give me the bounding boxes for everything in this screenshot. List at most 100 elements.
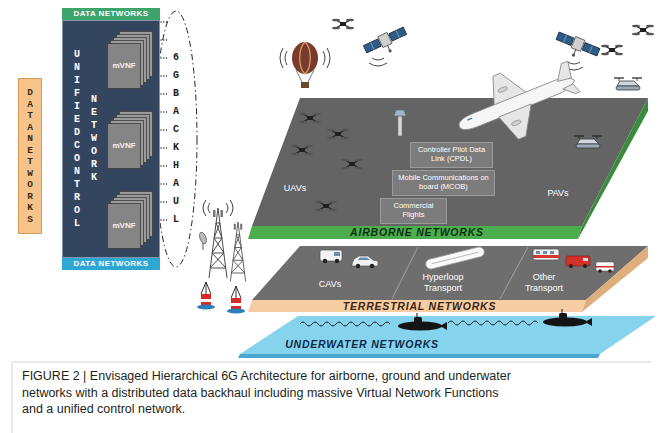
- airliner: [511, 119, 522, 127]
- dotted-leader: [161, 147, 169, 148]
- service-name: Commercial Flights: [386, 202, 442, 219]
- text-slot: UNDERWATER NETWORKS: [262, 336, 462, 352]
- ambulance: [596, 262, 614, 273]
- text-slot: DATA NETWORKS: [62, 258, 160, 270]
- text-slot: UAVs: [278, 183, 312, 194]
- service-name: Controller Pilot Data Link (CPDL): [416, 146, 488, 163]
- service-box: Mobile Communications on board (MCOB): [392, 170, 495, 196]
- text-slot: Hyperloop Transport: [415, 272, 471, 293]
- data-network-bar: DATA NETWORKS: [62, 8, 160, 20]
- airliner: [552, 61, 574, 83]
- drone: [299, 113, 321, 124]
- layer-surface: [252, 246, 648, 300]
- hot-air-balloon: [300, 42, 311, 74]
- control-tower: [394, 110, 406, 136]
- car: [358, 258, 370, 261]
- train: [536, 251, 540, 254]
- text-slot: UNIFIED CONTROL: [67, 48, 87, 230]
- dotted-leader: [161, 129, 169, 130]
- control-panel: mVNFmVNFmVNFUNIFIED CONTROLNETWORK: [62, 20, 160, 258]
- card-stack: [107, 111, 153, 169]
- train: [533, 255, 559, 258]
- vnf-label: mVNF: [112, 141, 135, 151]
- card-stack: [107, 191, 153, 249]
- airliner: [468, 118, 473, 120]
- hyperloop-capsule: [432, 252, 479, 264]
- text-slot: FIGURE 2 | Envisaged Hierarchical 6G Arc…: [22, 368, 522, 418]
- text-slot: mVNF: [107, 123, 141, 169]
- layer-outline: [248, 98, 648, 239]
- fire-truck: [583, 258, 588, 261]
- van: [323, 259, 327, 263]
- text-slot: mVNF: [107, 43, 141, 89]
- van: [334, 252, 340, 256]
- layer-side: [582, 246, 648, 312]
- dish-antenna: [198, 231, 208, 244]
- satellite: [363, 25, 411, 61]
- vnf-stack: mVNF: [107, 111, 153, 169]
- buoy: [227, 286, 245, 314]
- layer-band: [238, 354, 600, 358]
- dotted-leader: [161, 75, 169, 76]
- vnf-card: [108, 204, 141, 249]
- dotted-leader: [161, 183, 169, 184]
- airliner: [497, 86, 508, 94]
- fire-truck: [566, 256, 590, 268]
- dotted-leader: [161, 111, 169, 112]
- hot-air-balloon: [296, 70, 314, 82]
- car: [370, 264, 374, 268]
- figure-frame: [12, 362, 651, 433]
- acoustic-signal: [300, 321, 538, 326]
- control-tower: [398, 116, 402, 136]
- fire-truck: [569, 264, 573, 268]
- drone: [327, 129, 349, 140]
- acoustic-signal: [448, 321, 538, 325]
- drone: [601, 45, 623, 56]
- region-divider: [392, 247, 418, 299]
- train: [550, 251, 554, 254]
- acoustic-signal: [300, 322, 390, 326]
- figure-caption: FIGURE 2 | Envisaged Hierarchical 6G Arc…: [22, 368, 522, 418]
- network-layer: UNDERWATER NETWORKS: [238, 316, 656, 358]
- dotted-leader: [161, 57, 169, 58]
- car: [352, 256, 378, 268]
- dotted-leader: [161, 201, 169, 202]
- ellipse-outline: [154, 10, 198, 268]
- service-name: Mobile Communications on board (MCOB): [398, 174, 490, 191]
- train: [533, 249, 559, 260]
- van: [320, 250, 342, 261]
- vertical-label: 6G BACKHAUL: [171, 49, 181, 229]
- text-slot: AIRBORNE NETWORKS: [262, 226, 572, 239]
- car: [352, 256, 378, 266]
- vertical-label: NETWORK: [89, 93, 99, 184]
- ambulance: [598, 269, 602, 273]
- radio-waves: [323, 48, 330, 68]
- fire-truck: [566, 256, 590, 266]
- airliner: [457, 74, 577, 133]
- layer-side: [578, 98, 648, 239]
- text-slot: CAVs: [313, 279, 347, 290]
- layer-band: [248, 300, 586, 312]
- drone: [332, 19, 354, 30]
- network-layer: Controller Pilot Data Link (CPDL) Mobile …: [248, 98, 648, 239]
- bar-label: DATA NETWORKS: [74, 258, 149, 270]
- hot-air-balloon: [292, 42, 318, 74]
- vnf-label: mVNF: [112, 61, 135, 71]
- layer-surface: [240, 316, 656, 354]
- text-slot: Other Transport: [520, 272, 568, 293]
- car: [356, 264, 360, 268]
- layer-label: AIRBORNE NETWORKS: [350, 226, 484, 239]
- dotted-leader: [161, 219, 169, 220]
- vnf-stack: mVNF: [107, 31, 153, 89]
- region-divider: [500, 247, 528, 299]
- region-label: UAVs: [284, 183, 306, 194]
- satellite: [553, 30, 601, 65]
- dashed-ellipse: [155, 11, 197, 267]
- card-stack: [107, 31, 153, 89]
- control-tower: [394, 110, 406, 116]
- ambulance: [596, 262, 614, 271]
- radio-waves: [280, 48, 287, 68]
- ambulance: [596, 266, 614, 268]
- cell-tower: [230, 222, 245, 282]
